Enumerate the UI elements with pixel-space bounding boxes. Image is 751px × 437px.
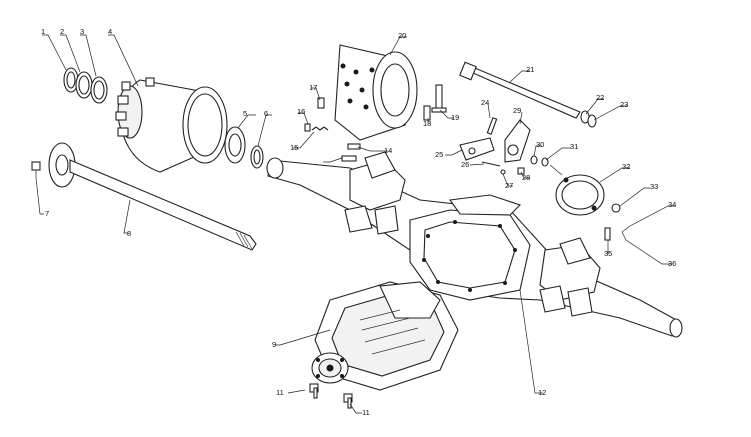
callout-22: 22 — [596, 93, 604, 102]
callout-27: 27 — [505, 181, 513, 190]
cotter-27 — [500, 169, 506, 175]
callout-14: 14 — [384, 146, 392, 155]
callout-34: 34 — [668, 200, 676, 209]
callout-8: 8 — [127, 229, 131, 238]
bolt-13 — [341, 155, 357, 162]
oil-seal-6 — [250, 145, 264, 169]
seal-ring-1 — [63, 67, 79, 93]
bolt-35 — [604, 227, 611, 241]
callout-3: 3 — [80, 27, 84, 36]
bracket-25 — [459, 137, 495, 161]
snap-ring-23 — [587, 114, 597, 128]
callout-7: 7 — [45, 209, 49, 218]
callout-1: 1 — [41, 27, 45, 36]
callout-11-left: 11 — [276, 388, 284, 397]
callout-21: 21 — [526, 65, 534, 74]
callout-25: 25 — [435, 150, 443, 159]
callout-6: 6 — [264, 109, 268, 118]
callout-23: 23 — [620, 100, 628, 109]
bolt-19 — [431, 84, 447, 113]
callout-5: 5 — [243, 109, 247, 118]
callout-28: 28 — [522, 173, 530, 182]
clevis-28 — [517, 167, 525, 175]
half-shaft-8 — [48, 142, 257, 251]
callout-20: 20 — [398, 31, 406, 40]
clip-26 — [481, 161, 501, 167]
brake-assembly-20 — [334, 44, 418, 141]
callout-35: 35 — [604, 249, 612, 258]
main-reducer-9 — [311, 281, 459, 391]
nut-33 — [611, 203, 621, 213]
callout-36: 36 — [668, 259, 676, 268]
callout-31: 31 — [570, 142, 578, 151]
pin-34 — [621, 225, 631, 233]
slack-adjuster-29 — [504, 119, 531, 163]
callout-15: 15 — [290, 143, 298, 152]
callout-12: 12 — [538, 388, 546, 397]
callout-4: 4 — [108, 27, 112, 36]
bolt-11-left — [309, 383, 319, 399]
bearing-5 — [224, 126, 246, 164]
brake-camshaft-21 — [459, 61, 581, 119]
bolt-11-right — [343, 393, 353, 409]
seal-ring-3 — [90, 76, 108, 104]
brake-chamber-32 — [549, 164, 605, 216]
pin-24 — [486, 117, 498, 135]
pin-14 — [347, 143, 361, 150]
bolt-7 — [31, 161, 41, 178]
seal-ring-2 — [75, 71, 93, 99]
clip-17 — [317, 97, 325, 109]
bolt-18 — [423, 105, 431, 121]
callout-11-right: 11 — [362, 408, 370, 417]
callout-17: 17 — [309, 83, 317, 92]
callout-16: 16 — [297, 107, 305, 116]
leader-lines — [35, 34, 676, 414]
callout-19: 19 — [451, 113, 459, 122]
washer-30 — [530, 155, 538, 165]
spring-15 — [311, 126, 329, 131]
callout-9: 9 — [272, 340, 276, 349]
callout-26: 26 — [461, 160, 469, 169]
callout-30: 30 — [536, 140, 544, 149]
callout-2: 2 — [60, 27, 64, 36]
callout-32: 32 — [622, 162, 630, 171]
cotter-36 — [621, 231, 627, 241]
callout-29: 29 — [513, 106, 521, 115]
pin-16 — [304, 123, 311, 132]
axle-housing-12 — [266, 151, 683, 338]
callout-33: 33 — [650, 182, 658, 191]
brake-drum-hub-4 — [115, 77, 228, 173]
callout-24: 24 — [481, 98, 489, 107]
callout-18: 18 — [423, 119, 431, 128]
